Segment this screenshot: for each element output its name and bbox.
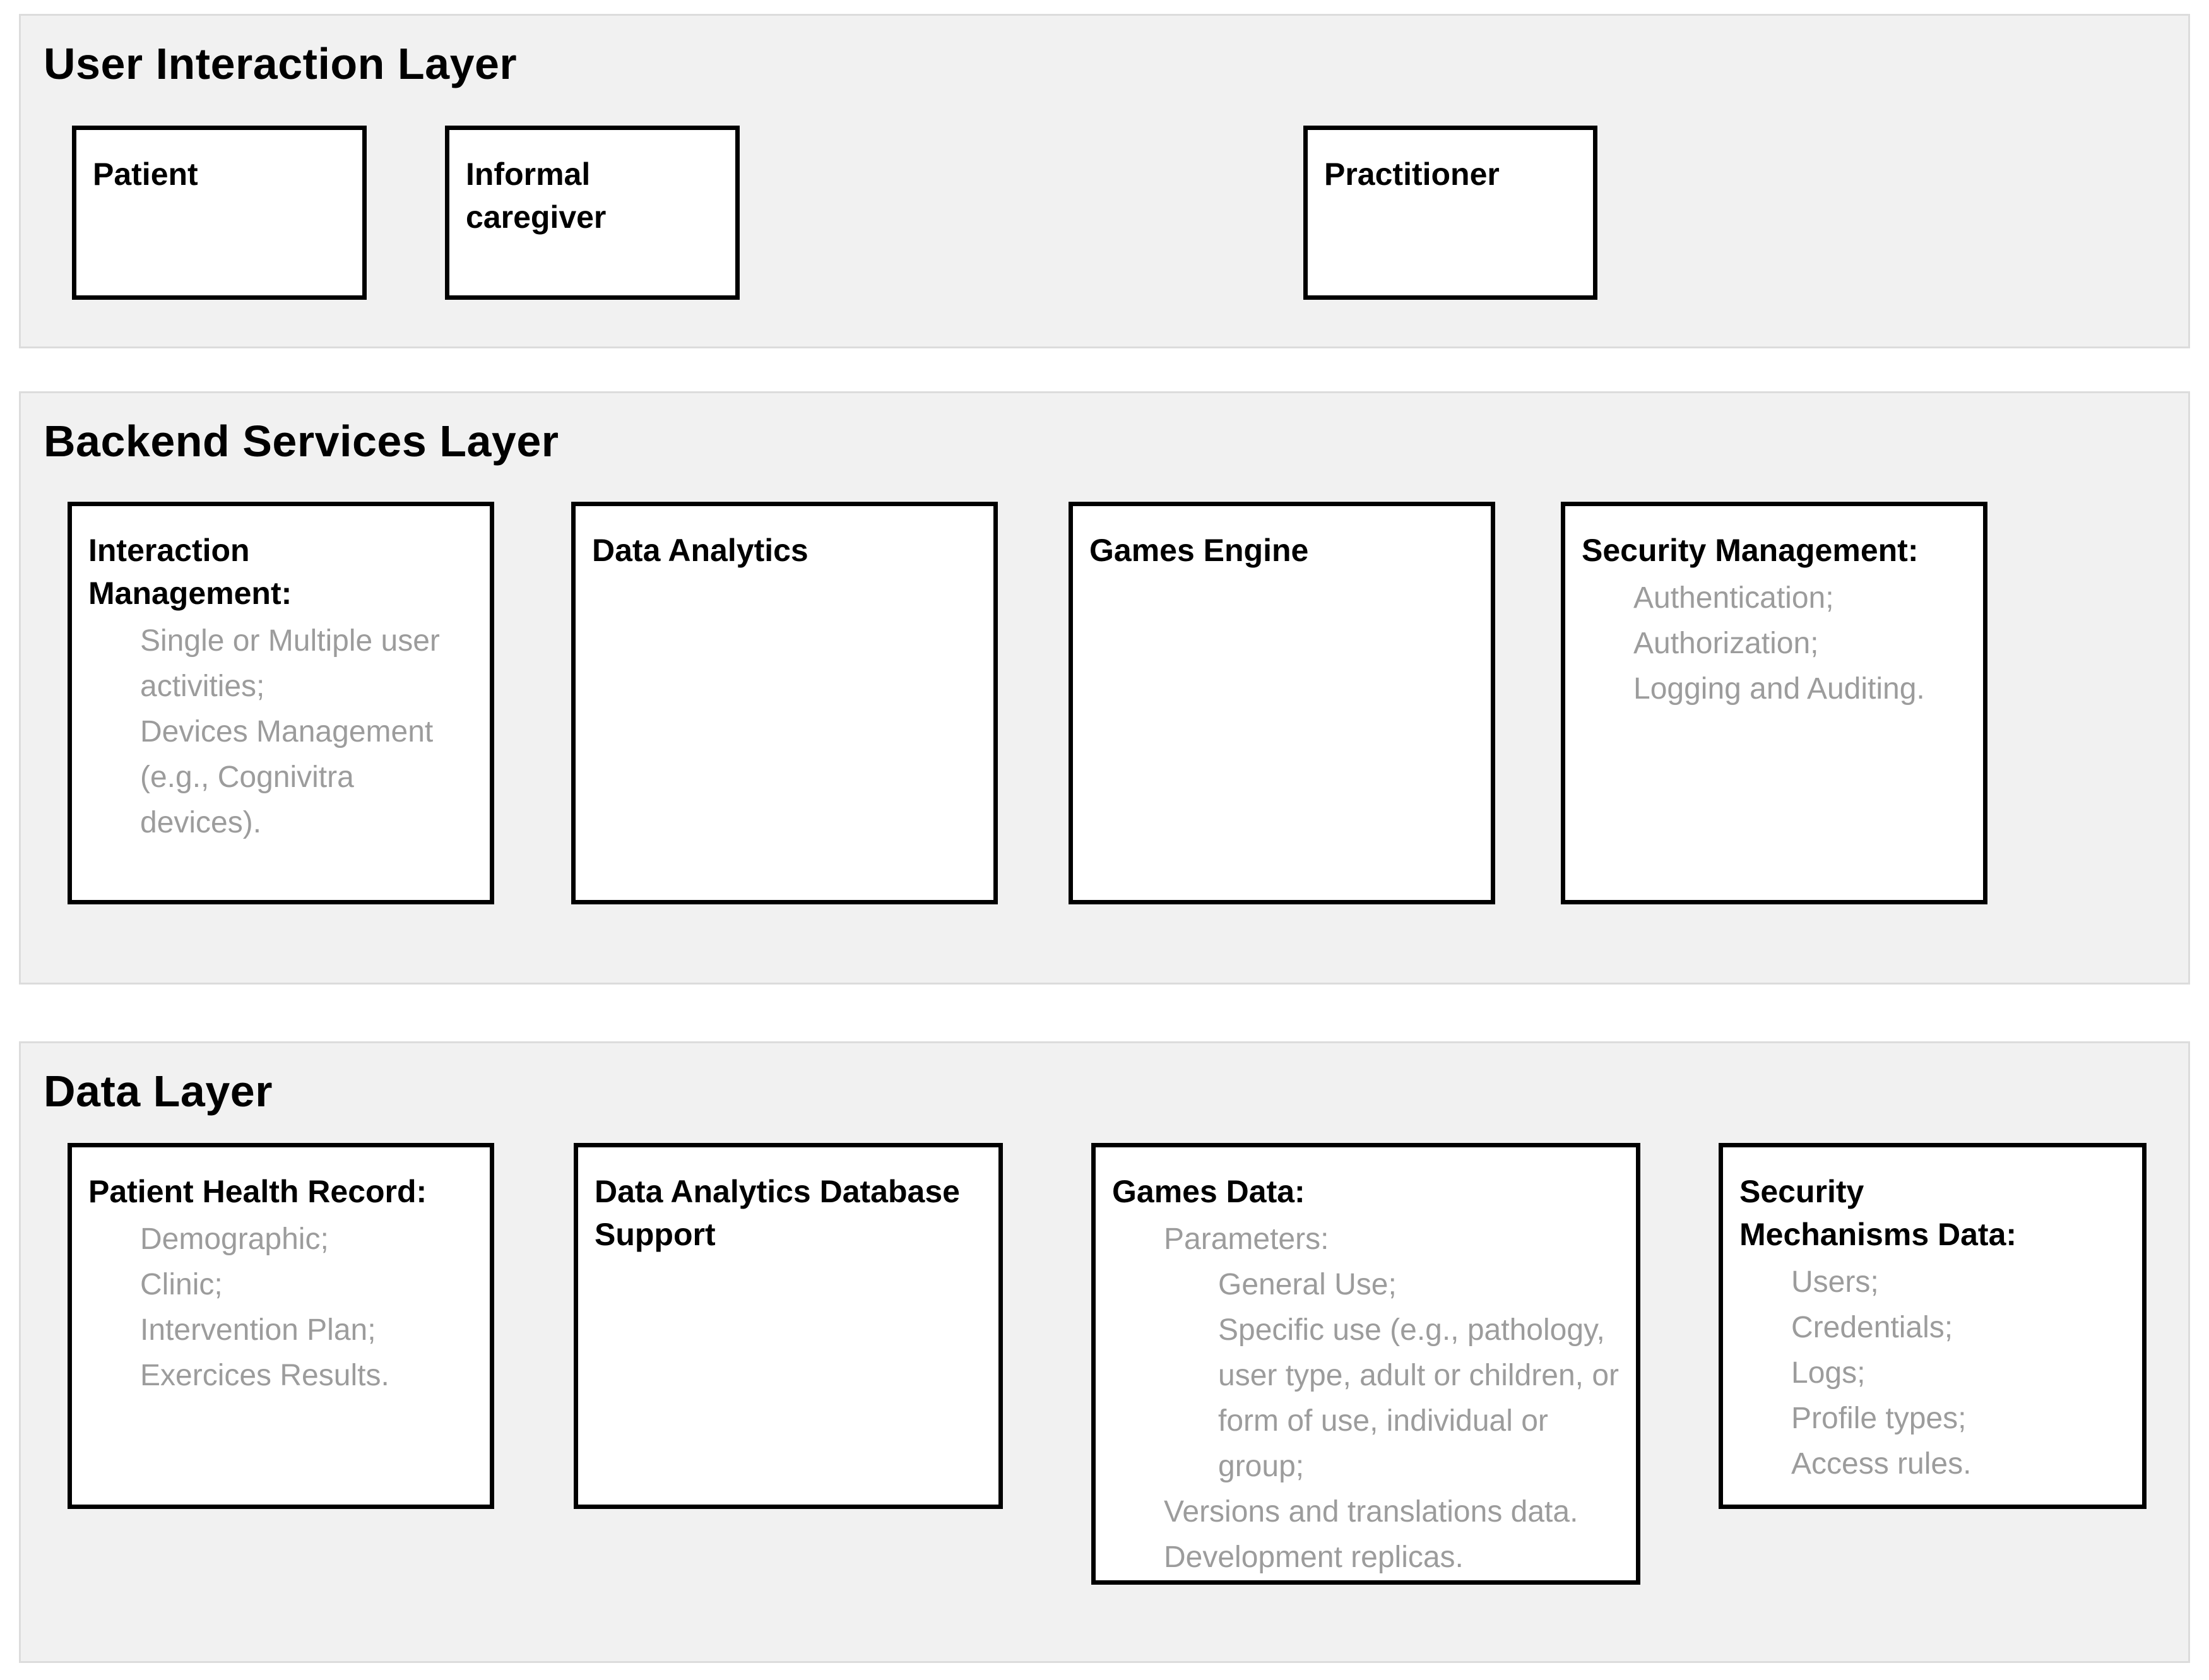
box-body-line: Authorization; <box>1633 627 1819 660</box>
box-heading: Games Data: <box>1112 1174 1305 1209</box>
box-heading: Security Management: <box>1582 533 1919 568</box>
box-body: Users; Credentials; Logs; Profile types;… <box>1739 1260 2126 1487</box>
box-body-line: General Use; <box>1218 1268 1397 1301</box>
box-body-line: Credentials; <box>1791 1311 1953 1344</box>
box-security-management: Security Management: Authentication; Aut… <box>1561 502 1987 904</box>
box-body-line: Intervention Plan; <box>140 1313 376 1347</box>
box-patient-health-record: Patient Health Record: Demographic; Clin… <box>68 1143 494 1509</box>
layer-panel-user-interaction: User Interaction Layer Patient Informal … <box>19 14 2190 348</box>
box-data-analytics: Data Analytics <box>571 502 998 904</box>
box-heading: Patient <box>93 157 198 192</box>
box-body: Parameters: General Use; Specific use (e… <box>1112 1217 1620 1580</box>
box-body: Authentication; Authorization; Logging a… <box>1582 576 1967 712</box>
box-body-line: Logging and Auditing. <box>1633 672 1925 706</box>
box-body-line: Profile types; <box>1791 1402 1967 1435</box>
box-body-line: Authentication; <box>1633 581 1834 615</box>
box-data-analytics-database-support: Data Analytics Database Support <box>574 1143 1003 1509</box>
box-games-engine: Games Engine <box>1069 502 1495 904</box>
layer-title-data: Data Layer <box>44 1067 273 1116</box>
box-body: Single or Multiple user activities; Devi… <box>88 618 473 846</box>
box-body-line: Access rules. <box>1791 1447 1972 1481</box>
box-body-line: Users; <box>1791 1265 1879 1299</box>
layer-panel-backend-services: Backend Services Layer Interaction Manag… <box>19 391 2190 985</box>
layer-title-backend-services: Backend Services Layer <box>44 417 559 466</box>
box-body-line: Logs; <box>1791 1356 1866 1390</box>
box-heading: Data Analytics Database Support <box>595 1174 960 1252</box>
box-heading: Data Analytics <box>592 533 808 568</box>
box-heading: Games Engine <box>1089 533 1309 568</box>
box-heading: Informal caregiver <box>466 157 607 235</box>
box-body-line: Versions and translations data. <box>1164 1495 1578 1529</box>
box-heading: Security Mechanisms Data: <box>1739 1174 2017 1252</box>
box-body-line: Exercices Results. <box>140 1359 389 1392</box>
box-body-line: Clinic; <box>140 1268 223 1301</box>
box-games-data: Games Data: Parameters: General Use; Spe… <box>1091 1143 1640 1585</box>
box-body-line: Demographic; <box>140 1222 329 1256</box>
box-body-line: Development replicas. <box>1164 1541 1464 1574</box>
box-body-line: Single or Multiple user activities; <box>140 624 440 703</box>
box-security-mechanisms-data: Security Mechanisms Data: Users; Credent… <box>1719 1143 2147 1509</box>
box-practitioner: Practitioner <box>1303 126 1597 300</box>
layer-title-user-interaction: User Interaction Layer <box>44 39 518 88</box>
box-body: Demographic; Clinic; Intervention Plan; … <box>88 1217 473 1399</box>
layer-panel-data: Data Layer Patient Health Record: Demogr… <box>19 1041 2190 1663</box>
box-patient: Patient <box>72 126 367 300</box>
box-heading: Practitioner <box>1324 157 1500 192</box>
box-body-line: Devices Management (e.g., Cognivitra dev… <box>140 715 434 839</box>
box-body-line: Parameters: <box>1164 1222 1329 1256</box>
box-heading: Patient Health Record: <box>88 1174 427 1209</box>
box-body-line: Specific use (e.g., pathology, user type… <box>1218 1313 1619 1483</box>
box-heading: Interaction Management: <box>88 533 292 611</box>
box-informal-caregiver: Informal caregiver <box>445 126 740 300</box>
box-interaction-management: Interaction Management: Single or Multip… <box>68 502 494 904</box>
